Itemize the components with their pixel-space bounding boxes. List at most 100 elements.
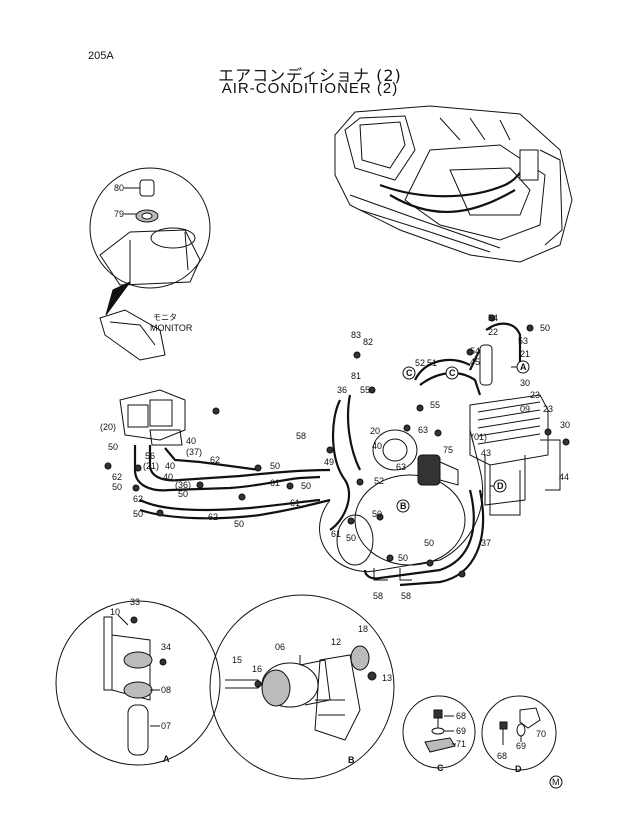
part-label-62: 62	[208, 512, 218, 522]
part-label-18: 18	[358, 624, 368, 634]
part-label-52: 52	[374, 476, 384, 486]
part-label-37: (37)	[186, 447, 202, 457]
part-label-50: 50	[540, 323, 550, 333]
part-label-12: 12	[331, 637, 341, 647]
part-label-20: 20	[370, 426, 380, 436]
detail-d-circle	[481, 695, 557, 771]
monitor-detail-circle	[89, 167, 211, 361]
part-label-50: 50	[112, 482, 122, 492]
part-label-63: 63	[396, 462, 406, 472]
view-label-b: B	[348, 755, 355, 765]
part-label-23: 23	[530, 390, 540, 400]
part-label-75: 75	[443, 445, 453, 455]
part-label-62: 62	[210, 455, 220, 465]
callout-letter-c-1: C	[406, 368, 413, 378]
part-label-54: 54	[470, 346, 480, 356]
part-label-54: 54	[488, 313, 498, 323]
part-label-71: 71	[456, 739, 466, 749]
part-label-83: 83	[351, 330, 361, 340]
part-label-13: 13	[382, 673, 392, 683]
part-label-50: 50	[234, 519, 244, 529]
part-label-09: 09	[520, 404, 530, 414]
view-label-c: C	[437, 763, 444, 773]
part-label-40: 40	[372, 441, 382, 451]
part-label-55: 55	[430, 400, 440, 410]
part-label-58: 58	[401, 591, 411, 601]
view-label-d: D	[515, 764, 522, 774]
part-label-08: 08	[161, 685, 171, 695]
part-label-15: 15	[232, 655, 242, 665]
part-label-01: (01)	[471, 432, 487, 442]
part-label-10: 10	[110, 607, 120, 617]
part-label-50: 50	[270, 461, 280, 471]
copyright-circle	[549, 775, 563, 789]
part-label-81: 81	[351, 371, 361, 381]
part-label-70: 70	[536, 729, 546, 739]
part-label-40: 40	[165, 461, 175, 471]
part-label-61: 61	[331, 529, 341, 539]
part-label-06: 06	[275, 642, 285, 652]
part-label-49: 49	[324, 457, 334, 467]
title-japanese: エアコンディショナ (2)	[218, 66, 402, 85]
part-label-07: 07	[161, 721, 171, 731]
part-label-51: 51	[427, 358, 437, 368]
main-hose-assembly	[104, 314, 570, 587]
part-label-62: 62	[133, 494, 143, 504]
part-label-21: (21)	[143, 461, 159, 471]
detail-a-circle	[55, 600, 221, 766]
part-label-30: 30	[560, 420, 570, 430]
part-label-40: 40	[163, 472, 173, 482]
part-label-37: 37	[481, 538, 491, 548]
part-label-58: 58	[296, 431, 306, 441]
part-label-20: (20)	[100, 422, 116, 432]
part-label-40: 40	[186, 436, 196, 446]
bolt-markers	[104, 314, 570, 578]
part-label-61: 61	[270, 478, 280, 488]
part-label-34: 34	[161, 642, 171, 652]
part-label-50: 50	[133, 509, 143, 519]
part-label-68: 68	[497, 751, 507, 761]
detail-c-circle	[402, 695, 476, 769]
callout-letter-c-2: C	[449, 368, 456, 378]
part-label-82: 82	[363, 337, 373, 347]
callout-letter-d: D	[497, 481, 504, 491]
part-label-43: 43	[481, 448, 491, 458]
monitor-label-en: MONITOR	[150, 323, 193, 333]
part-label-21: 21	[520, 349, 530, 359]
part-label-53: 53	[518, 336, 528, 346]
part-label-63: 63	[418, 425, 428, 435]
part-label-44: 44	[559, 472, 569, 482]
part-label-58: 58	[373, 591, 383, 601]
copyright-mark: M	[552, 777, 560, 787]
detail-b-circle	[209, 594, 395, 780]
part-label-36: (36)	[175, 480, 191, 490]
part-label-69: 69	[516, 741, 526, 751]
part-label-50: 50	[301, 481, 311, 491]
part-label-30: 30	[520, 378, 530, 388]
part-label-50: 50	[372, 509, 382, 519]
part-label-62: 62	[112, 472, 122, 482]
callout-letter-a: A	[520, 362, 527, 372]
page-number: 205A	[88, 50, 114, 62]
part-label-22: 22	[488, 327, 498, 337]
part-label-79: 79	[114, 209, 124, 219]
part-label-50: 50	[398, 553, 408, 563]
part-label-52: 52	[415, 358, 425, 368]
part-label-55: 55	[360, 385, 370, 395]
part-label-16: 16	[252, 664, 262, 674]
part-label-69: 69	[456, 726, 466, 736]
view-label-a: A	[163, 754, 170, 764]
part-label-50: 50	[108, 442, 118, 452]
part-label-56: 56	[145, 451, 155, 461]
part-label-23: 23	[543, 404, 553, 414]
part-label-36: 36	[337, 385, 347, 395]
title-english: AIR-CONDITIONER (2)	[221, 80, 399, 97]
monitor-label-jp: モニタ	[153, 313, 177, 322]
part-label-33: 33	[130, 597, 140, 607]
part-label-61: 61	[290, 498, 300, 508]
excavator-overview-illustration	[334, 105, 573, 263]
part-label-50: 50	[346, 533, 356, 543]
part-label-45: 45	[470, 357, 480, 367]
part-label-80: 80	[114, 183, 124, 193]
